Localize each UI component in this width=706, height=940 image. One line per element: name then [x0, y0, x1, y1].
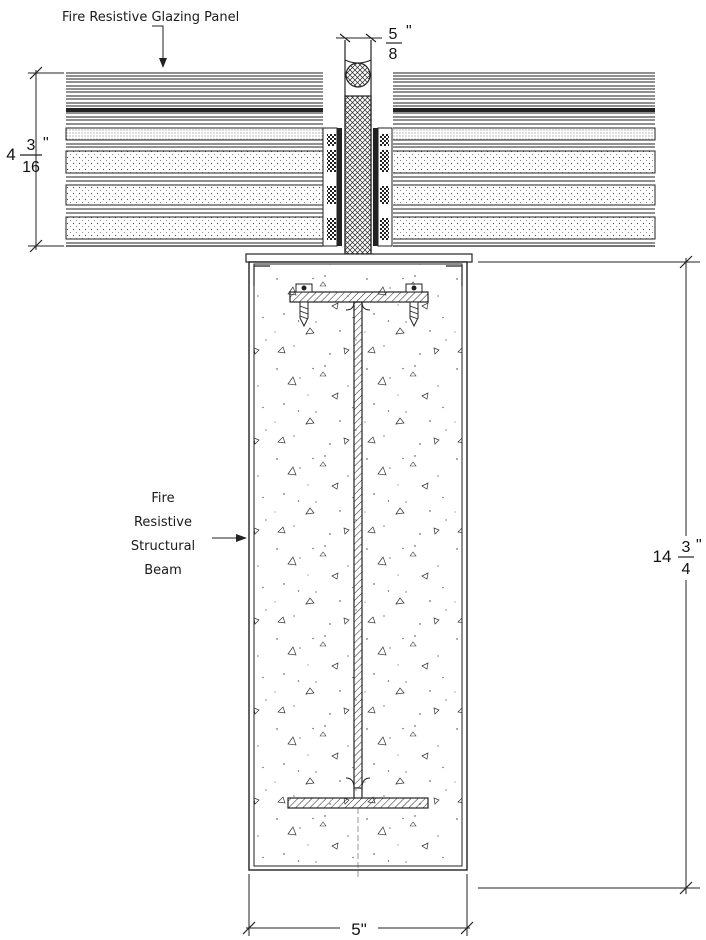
panel-thickness-numerator: 3	[27, 137, 36, 154]
beam-label-line3: Structural	[131, 539, 195, 554]
beam-depth-whole: 14	[653, 547, 672, 566]
beam-width-label: 5"	[351, 920, 367, 939]
joint-width-unit: "	[406, 23, 412, 40]
glazing-panel-leader	[152, 25, 167, 68]
fire-resistive-structural-beam	[245, 253, 473, 880]
beam-depth-dimension: 14 3 4 "	[478, 255, 704, 895]
beam-label-line2: Resistive	[134, 515, 192, 530]
beam-leader	[212, 534, 247, 542]
beam-label-line1: Fire	[151, 491, 174, 506]
bolt-right	[405, 283, 423, 328]
panel-thickness-denominator: 16	[22, 159, 40, 176]
panel-thickness-whole: 4	[6, 145, 15, 164]
bolt-left	[295, 283, 313, 328]
beam-depth-numerator: 3	[682, 539, 691, 556]
glazing-panel-label: Fire Resistive Glazing Panel	[62, 10, 239, 25]
joint-width-denominator: 8	[389, 46, 398, 63]
panel-thickness-unit: "	[43, 135, 49, 152]
joint-width-dimension: 5 8 "	[336, 23, 412, 63]
beam-depth-denominator: 4	[682, 561, 691, 578]
beam-label-line4: Beam	[144, 563, 182, 578]
glazing-panel	[65, 40, 656, 255]
panel-thickness-dimension: 4 3 16 "	[6, 66, 64, 253]
beam-width-dimension: 5"	[242, 874, 474, 939]
joint-width-numerator: 5	[389, 26, 398, 43]
beam-depth-unit: "	[696, 537, 702, 554]
